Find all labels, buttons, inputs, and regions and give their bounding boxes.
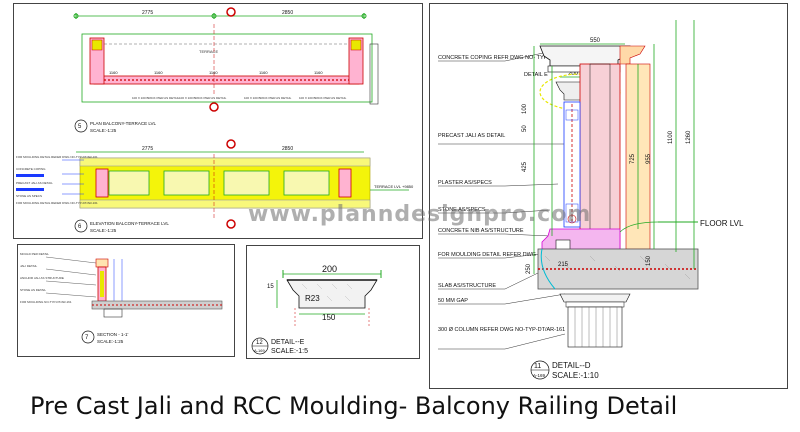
detail-e-panel: 200 R23 150 15 12 A-169 DETAIL--E SCALE:… <box>246 245 420 359</box>
detail-d-label-jali: PRECAST JALI AS DETAIL <box>438 133 505 139</box>
plan-scale: SCALE:-1:25 <box>90 128 117 133</box>
detail-d-sheet-ref: A-169 <box>533 373 546 378</box>
elev-title-num: 6 <box>78 224 82 230</box>
detail-d-dim-150: 150 <box>646 255 652 266</box>
section-note-2: JALI DETAIL <box>20 264 37 268</box>
section-note-5: FOR MOULDING NO-TYP-DT/AR-161 <box>20 300 72 304</box>
elevation-balcony: 2775 2850 FOR MOULDING DETAIL REFER DWG … <box>16 139 414 233</box>
detail-d-label-gap: 50 MM GAP <box>438 298 468 304</box>
plan-note-4: 100 X 100 BRICK PIER AS DETAIL <box>299 96 347 100</box>
plan-note-3: 100 X 100 BRICK PIER AS DETAIL <box>244 96 292 100</box>
detail-e-drawing: 200 R23 150 15 12 A-169 DETAIL--E SCALE:… <box>251 264 382 355</box>
plan-elevation-panel: 2775 2850 TERRACE 1160 1160 1160 1160 11… <box>13 3 423 239</box>
detail-d-label-detail-e: DETAIL E <box>524 72 548 78</box>
detail-e-sheet-ref: A-169 <box>254 348 265 353</box>
detail-e-dim-top: 200 <box>322 264 337 274</box>
elev-note-1: FOR MOULDING DETAIL REFER DWG NO-TYP-DT/… <box>16 155 98 159</box>
detail-d-floor-label: FLOOR LVL <box>700 219 744 228</box>
elev-dim-right: 2850 <box>282 146 293 152</box>
elev-scale: SCALE:-1:25 <box>90 228 117 233</box>
detail-d-title: DETAIL--D <box>552 361 591 370</box>
detail-e-scale: SCALE:-1:5 <box>271 348 308 355</box>
section-note-3: ANCHOR JALI AS STRUCTURE <box>20 276 64 280</box>
detail-d-label-column: 300 Ø COLUMN REFER DWG NO-TYP-DT/AR-161 <box>438 327 565 333</box>
detail-d-dim-725: 725 <box>630 153 636 164</box>
detail-d-label-plaster: PLASTER AS/SPECS <box>438 180 492 186</box>
detail-d-label-moulding: FOR MOULDING DETAIL REFER DWG NO-TYP-DT/… <box>438 252 588 258</box>
detail-d-panel: CONCRETE COPING REFR DWG NO- TYP-DT/AR-1… <box>429 3 788 389</box>
plan-dim-left: 2775 <box>142 10 153 16</box>
detail-e-side-dim: 15 <box>267 284 274 290</box>
detail-e-radius: R23 <box>305 294 320 303</box>
elev-note-5: FOR MOULDING DETAIL REFER DWG NO-TYP-DT/… <box>16 201 98 205</box>
plan-subdim-3: 1160 <box>209 70 218 75</box>
plan-subdim-2: 1160 <box>154 70 163 75</box>
elev-note-3: PRECAST JALI AS DETAIL <box>16 181 53 185</box>
detail-d-dim-1260: 1260 <box>686 130 692 144</box>
plan-title: PLAN BALCONY-TERRACE LVL <box>90 121 157 126</box>
section-title: SECTION - 1-1' <box>97 332 129 337</box>
elev-right-note: TERRACE LVL +9850 <box>374 184 414 189</box>
elev-note-4: STONE AS SPECS <box>16 194 42 198</box>
plan-note-2: 100 X 100 BRICK PIER AS DETAIL <box>179 96 227 100</box>
plan-subdim-5: 1160 <box>314 70 323 75</box>
detail-d-label-coping: CONCRETE COPING REFR DWG NO- TYP-DT/AR-1… <box>438 55 577 61</box>
detail-d-title-num: 11 <box>534 363 541 370</box>
plan-note-1: 100 X 100 BRICK PIER AS DETAIL <box>132 96 180 100</box>
watermark: www.planndesignpro.com <box>248 202 592 227</box>
detail-e-dim-bottom: 150 <box>322 313 336 322</box>
detail-d-label-stone: STONE AS/SPECS <box>438 207 486 213</box>
section-panel: MOULD PER DETAIL JALI DETAIL ANCHOR JALI… <box>17 244 235 357</box>
plan-dim-right: 2850 <box>282 10 293 16</box>
elev-note-2: CONCRETE COPING <box>16 167 46 171</box>
plan-elevation-drawing: 2775 2850 TERRACE 1160 1160 1160 1160 11… <box>16 7 414 233</box>
detail-d-dim-250: 250 <box>526 263 532 274</box>
plan-center-label: TERRACE <box>199 49 218 54</box>
detail-d-scale: SCALE:-1:10 <box>552 371 599 380</box>
detail-d-dim-50: 50 <box>522 125 528 132</box>
section-note-1: MOULD PER DETAIL <box>20 252 49 256</box>
detail-d-dim-200: 200 <box>568 71 579 77</box>
detail-d-dim-550: 550 <box>590 38 601 44</box>
detail-d-drawing: CONCRETE COPING REFR DWG NO- TYP-DT/AR-1… <box>438 20 744 380</box>
detail-e-title: DETAIL--E <box>271 339 305 346</box>
elev-title: ELEVATION BALCONY-TERRACE LVL <box>90 221 169 226</box>
plan-subdim-4: 1160 <box>259 70 268 75</box>
section-title-num: 7 <box>85 335 89 341</box>
detail-d-label-slab: SLAB AS/STRUCTURE <box>438 283 496 289</box>
detail-d-dim-425: 425 <box>522 161 528 172</box>
detail-d-dim-215: 215 <box>558 262 569 268</box>
detail-d-label-nib: CONCRETE NIB AS/STRUCTURE <box>438 228 524 234</box>
section-scale: SCALE:-1:25 <box>97 339 124 344</box>
plan-title-num: 5 <box>78 124 82 130</box>
plan-subdim-1: 1160 <box>109 70 118 75</box>
section-note-4: STONE AS DETAIL <box>20 288 46 292</box>
page-caption: Pre Cast Jali and RCC Moulding- Balcony … <box>30 392 678 420</box>
detail-d-dim-100: 100 <box>522 103 528 114</box>
section-drawing: MOULD PER DETAIL JALI DETAIL ANCHOR JALI… <box>20 252 223 344</box>
elev-dim-left: 2775 <box>142 146 153 152</box>
detail-e-title-num: 12 <box>256 340 263 346</box>
detail-d-dim-955: 955 <box>646 153 652 164</box>
plan-balcony: 2775 2850 TERRACE 1160 1160 1160 1160 11… <box>73 7 379 133</box>
detail-d-dim-1100: 1100 <box>668 130 674 144</box>
